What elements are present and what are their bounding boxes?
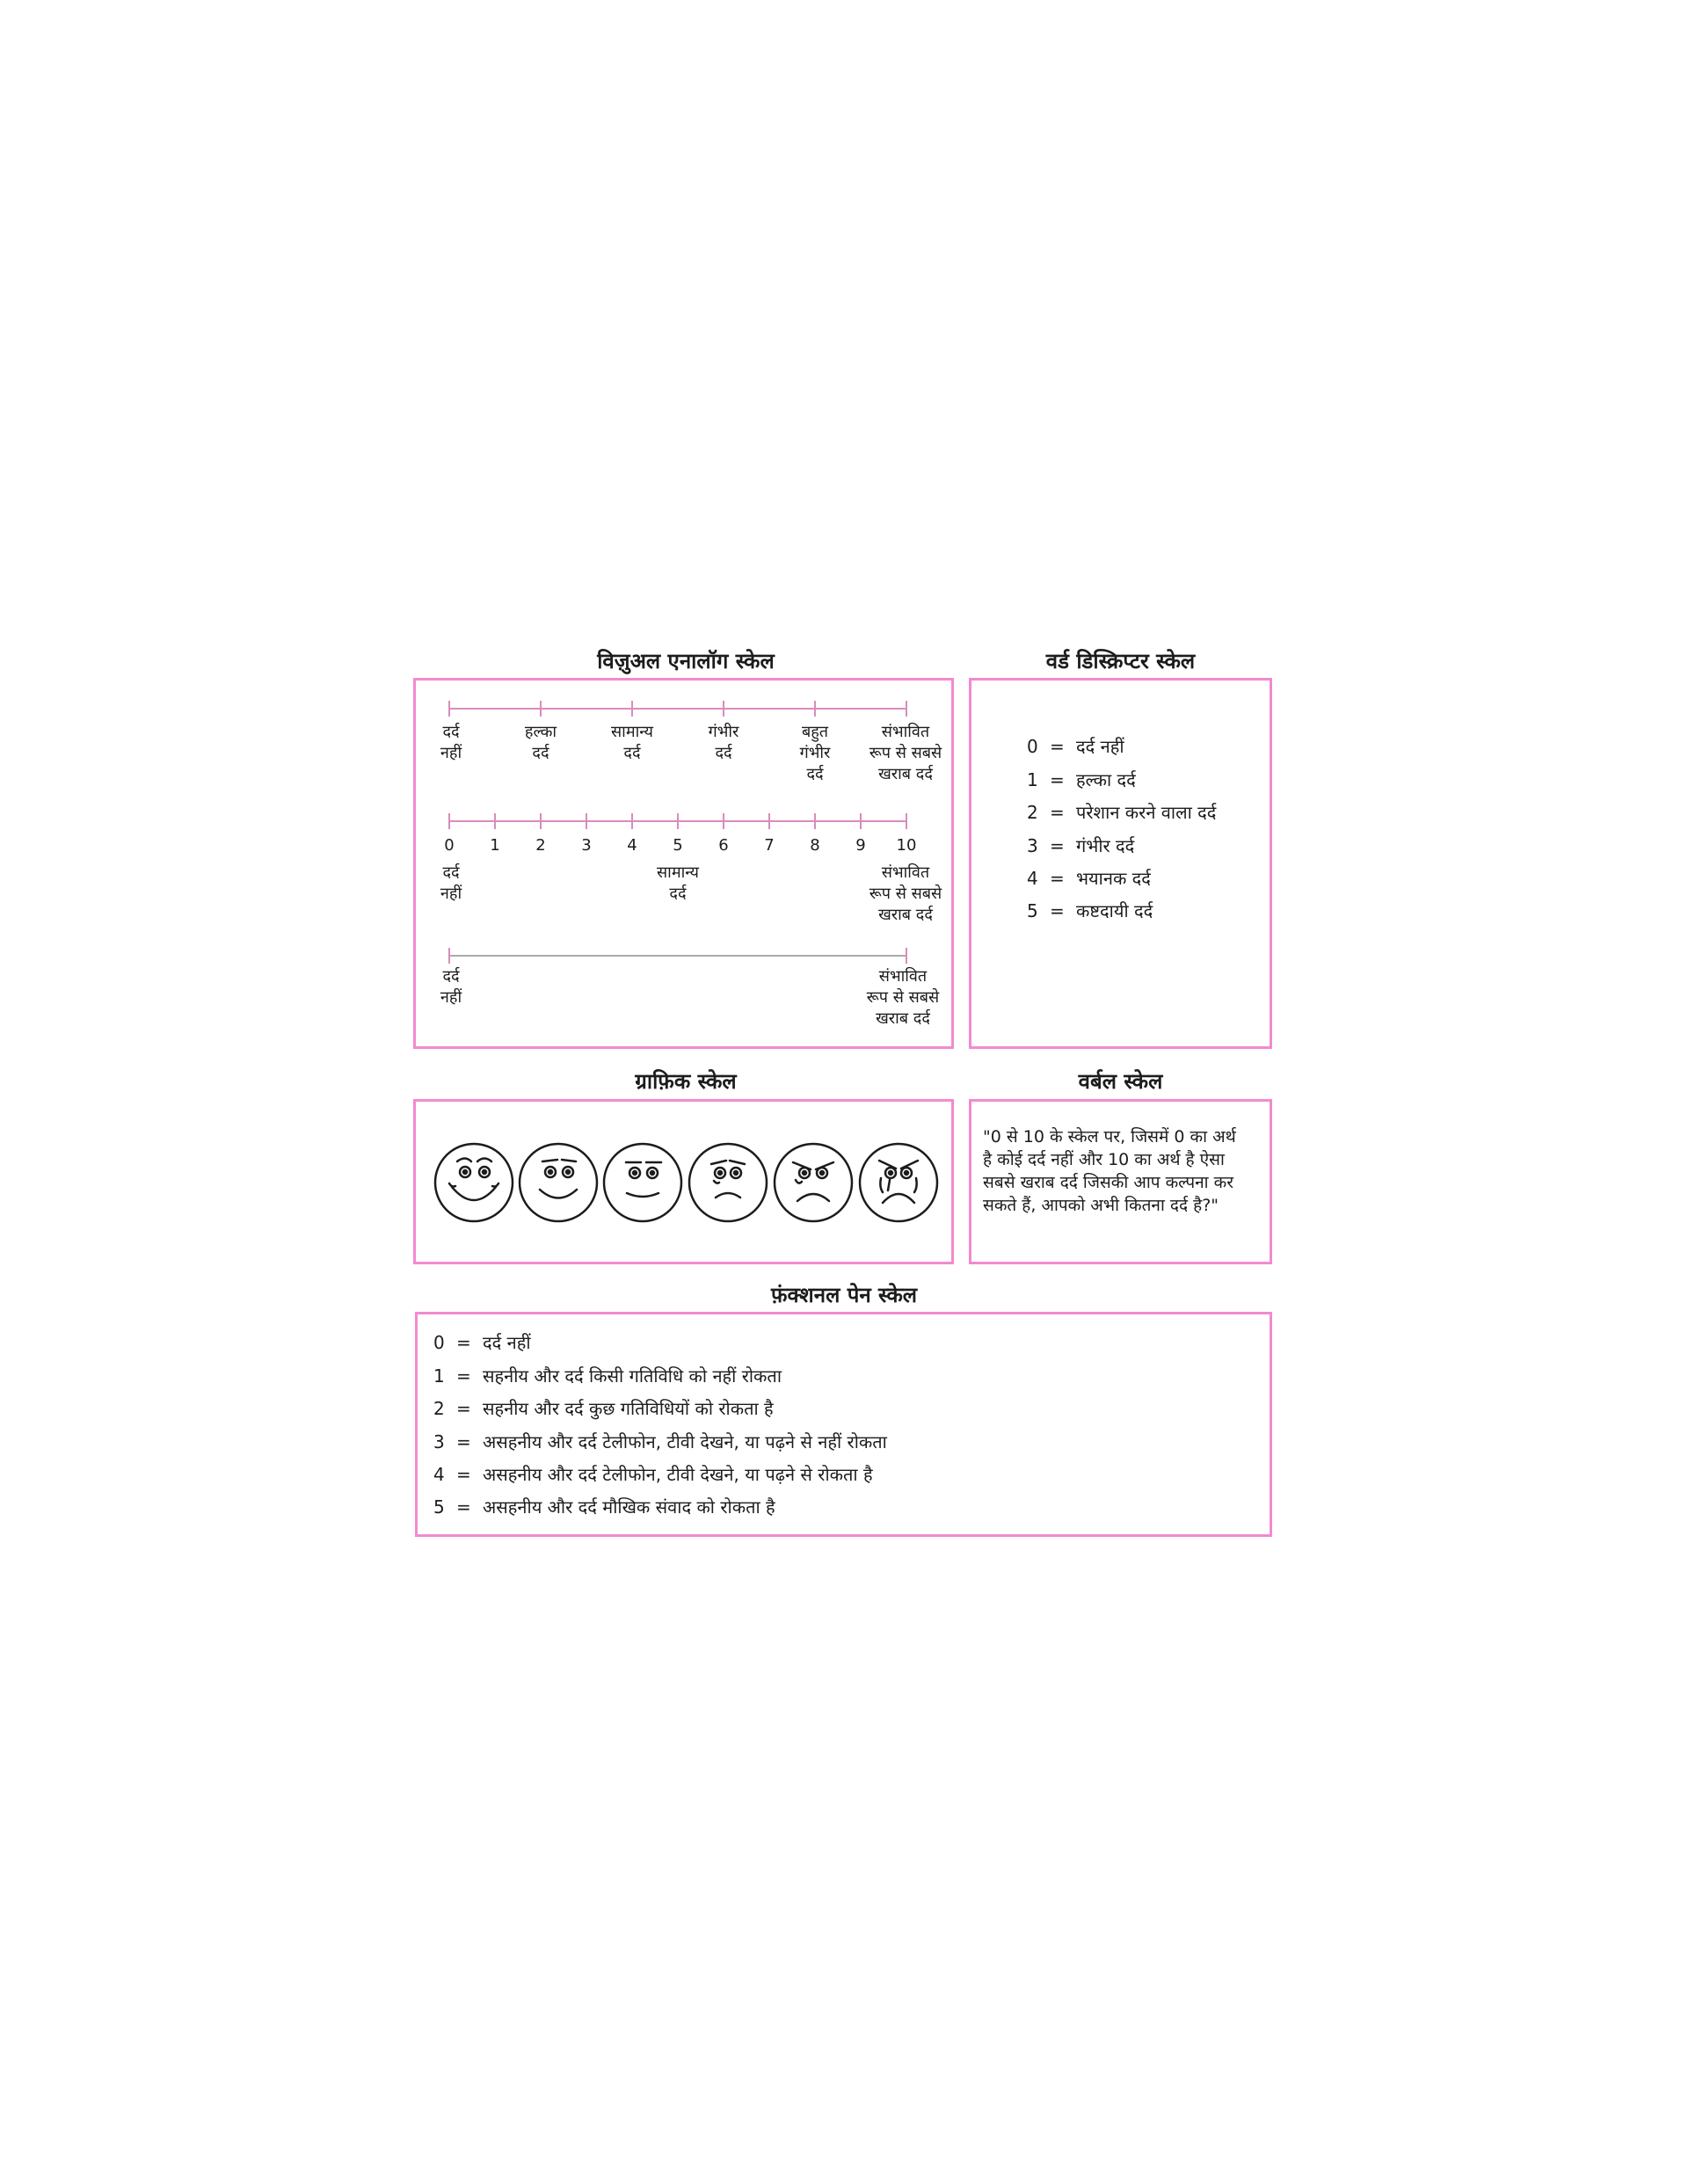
functional-item-key: 3 — [433, 1431, 445, 1452]
vas-label-very-severe: बहुत गंभीर दर्द — [799, 723, 831, 783]
functional-item: 1=सहनीय और दर्द किसी गतिविधि को नहीं रोक… — [433, 1365, 782, 1387]
word-item: 0=दर्द नहीं — [1027, 736, 1124, 757]
vas-number: 7 — [764, 836, 775, 855]
functional-item: 0=दर्द नहीं — [433, 1332, 531, 1353]
word-item-text: परेशान करने वाला दर्द — [1076, 802, 1217, 823]
word-item-key: 5 — [1027, 900, 1038, 921]
functional-item-key: 1 — [433, 1365, 445, 1387]
vas-panel — [413, 678, 954, 1049]
vas-number: 2 — [535, 836, 546, 855]
word-item: 1=हल्का दर्द — [1027, 769, 1136, 790]
vas-label-moderate: सामान्य दर्द — [610, 723, 654, 762]
vas2-label-no-pain: दर्द नहीं — [440, 863, 462, 903]
word-item-key: 1 — [1027, 769, 1038, 790]
word-item-key: 0 — [1027, 736, 1038, 757]
functional-item-key: 5 — [433, 1496, 445, 1518]
vas-title: विज़ुअल एनालॉग स्केल — [597, 649, 775, 673]
functional-item-text: सहनीय और दर्द कुछ गतिविधियों को रोकता है — [483, 1398, 774, 1419]
functional-item-key: 0 — [433, 1332, 445, 1353]
vas-number: 0 — [444, 836, 455, 855]
functional-item: 5=असहनीय और दर्द मौखिक संवाद को रोकता है — [433, 1496, 775, 1518]
word-item-text: दर्द नहीं — [1076, 736, 1124, 757]
functional-panel — [415, 1312, 1272, 1537]
vas-number: 6 — [718, 836, 729, 855]
word-item: 2=परेशान करने वाला दर्द — [1027, 802, 1217, 823]
neutral-face-icon — [602, 1142, 683, 1223]
vas-number: 9 — [855, 836, 866, 855]
functional-title: फ़ंक्शनल पेन स्केल — [770, 1283, 918, 1307]
vas-label-no-pain: दर्द नहीं — [440, 723, 462, 762]
functional-item: 4=असहनीय और दर्द टेलीफोन, टीवी देखने, या… — [433, 1464, 873, 1485]
graphic-panel — [413, 1099, 954, 1264]
functional-item: 2=सहनीय और दर्द कुछ गतिविधियों को रोकता … — [433, 1398, 774, 1419]
functional-item-text: दर्द नहीं — [483, 1332, 531, 1353]
happy-face-icon — [518, 1142, 599, 1223]
word-item-text: भयानक दर्द — [1076, 868, 1151, 889]
verbal-title: वर्बल स्केल — [1078, 1069, 1163, 1094]
vas-number: 10 — [896, 836, 917, 855]
vas-label-worst: संभावित रूप से सबसे खराब दर्द — [869, 723, 942, 783]
verbal-panel — [969, 1099, 1272, 1264]
functional-item-text: सहनीय और दर्द किसी गतिविधि को नहीं रोकता — [483, 1365, 782, 1387]
sad-face-icon — [773, 1142, 854, 1223]
vas3-label-worst: संभावित रूप से सबसे खराब दर्द — [866, 967, 940, 1028]
vas3-label-no-pain: दर्द नहीं — [440, 967, 462, 1007]
vas-label-severe: गंभीर दर्द — [708, 723, 739, 762]
vas-number: 3 — [581, 836, 592, 855]
word-title: वर्ड डिस्क्रिप्टर स्केल — [1045, 649, 1196, 673]
vas-number: 1 — [490, 836, 500, 855]
functional-item-text: असहनीय और दर्द टेलीफोन, टीवी देखने, या प… — [483, 1431, 887, 1452]
vas2-label-worst: संभावित रूप से सबसे खराब दर्द — [869, 863, 942, 924]
functional-item-text: असहनीय और दर्द टेलीफोन, टीवी देखने, या प… — [483, 1464, 873, 1485]
vas-label-mild: हल्का दर्द — [524, 723, 557, 762]
functional-item-key: 2 — [433, 1398, 445, 1419]
graphic-title: ग्राफ़िक स्केल — [635, 1069, 737, 1094]
word-item: 3=गंभीर दर्द — [1027, 835, 1135, 856]
very-happy-face-icon — [433, 1142, 514, 1223]
functional-item-text: असहनीय और दर्द मौखिक संवाद को रोकता है — [483, 1496, 775, 1518]
crying-face-icon — [858, 1142, 939, 1223]
vas2-label-moderate: सामान्य दर्द — [656, 863, 700, 903]
word-item-key: 4 — [1027, 868, 1038, 889]
functional-item: 3=असहनीय और दर्द टेलीफोन, टीवी देखने, या… — [433, 1431, 887, 1452]
word-item-key: 2 — [1027, 802, 1038, 823]
word-item-text: हल्का दर्द — [1076, 769, 1136, 790]
vas-number: 4 — [627, 836, 637, 855]
word-item: 4=भयानक दर्द — [1027, 868, 1151, 889]
word-item-key: 3 — [1027, 835, 1038, 856]
vas-number: 8 — [810, 836, 820, 855]
word-item: 5=कष्टदायी दर्द — [1027, 900, 1153, 921]
verbal-question: "0 से 10 के स्केल पर, जिसमें 0 का अर्थ ह… — [983, 1127, 1236, 1215]
word-item-text: गंभीर दर्द — [1076, 835, 1135, 856]
word-item-text: कष्टदायी दर्द — [1076, 900, 1153, 921]
vas-number: 5 — [673, 836, 683, 855]
worried-face-icon — [688, 1142, 768, 1223]
functional-item-key: 4 — [433, 1464, 445, 1485]
word-panel — [969, 678, 1272, 1049]
